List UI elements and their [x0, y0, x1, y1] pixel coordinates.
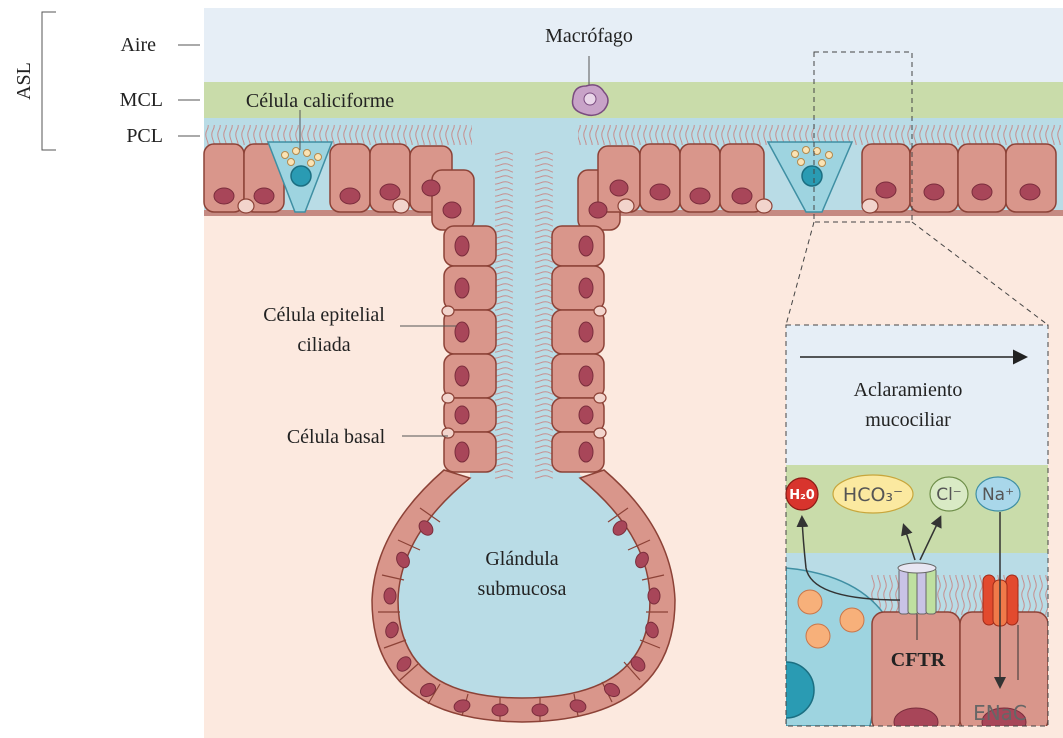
cftr-label: CFTR — [891, 649, 946, 671]
bicarbonate-ion-label: HCO₃⁻ — [843, 484, 903, 506]
cilia-band-left — [204, 125, 472, 145]
chloride-ion-label: Cl⁻ — [936, 485, 962, 505]
macrophage-label: Macrófago — [545, 25, 633, 47]
asl-bracket — [42, 12, 56, 150]
clearance-label-line1: Aclaramiento — [854, 379, 963, 401]
air-label: Aire — [120, 34, 156, 56]
sodium-ion-label: Na⁺ — [982, 485, 1014, 505]
inset-cilia — [870, 575, 1048, 615]
ciliated-cell-label-line1: Célula epitelial — [263, 304, 385, 326]
pcl-label: PCL — [126, 125, 163, 147]
ciliated-cell-label-line2: ciliada — [297, 334, 350, 356]
air-layer — [204, 8, 1063, 82]
gland-label-line1: Glándula — [485, 548, 558, 570]
water-ion-label: H₂0 — [789, 488, 815, 503]
gland-label-line2: submucosa — [478, 578, 567, 600]
enac-label: ENaC — [973, 701, 1027, 725]
asl-label: ASL — [13, 62, 35, 100]
duct-cilia-left — [495, 150, 513, 480]
mcl-label: MCL — [120, 89, 163, 111]
basal-cell-label: Célula basal — [287, 426, 386, 448]
duct-cilia-right — [535, 150, 553, 480]
epithelium-right — [578, 125, 1063, 230]
goblet-cell-label: Célula caliciforme — [246, 90, 394, 112]
clearance-label-line2: mucociliar — [865, 409, 951, 431]
epithelium-left — [204, 125, 474, 230]
